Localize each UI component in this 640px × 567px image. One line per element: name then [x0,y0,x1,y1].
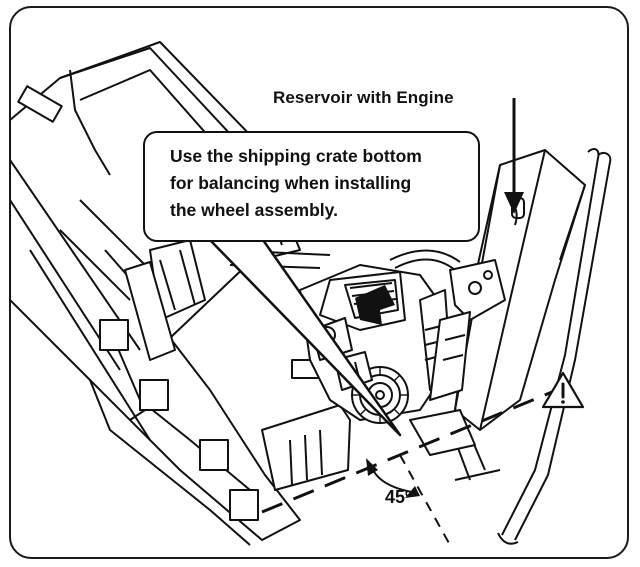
angle-indicator [261,390,553,546]
down-arrow-icon [504,98,524,214]
angle-label: 45º [385,487,412,507]
callout-line: the wheel assembly. [170,200,338,220]
callout-line: Use the shipping crate bottom [170,146,422,166]
callout-text: Use the shipping crate bottom for balanc… [170,143,470,224]
reservoir [429,149,586,431]
direction-arrow-icon [355,285,395,325]
reservoir-label: Reservoir with Engine [273,88,454,107]
warning-triangle-icon [541,371,585,409]
callout-line: for balancing when installing [170,173,412,193]
callout-box [143,131,480,242]
handle [409,148,612,545]
